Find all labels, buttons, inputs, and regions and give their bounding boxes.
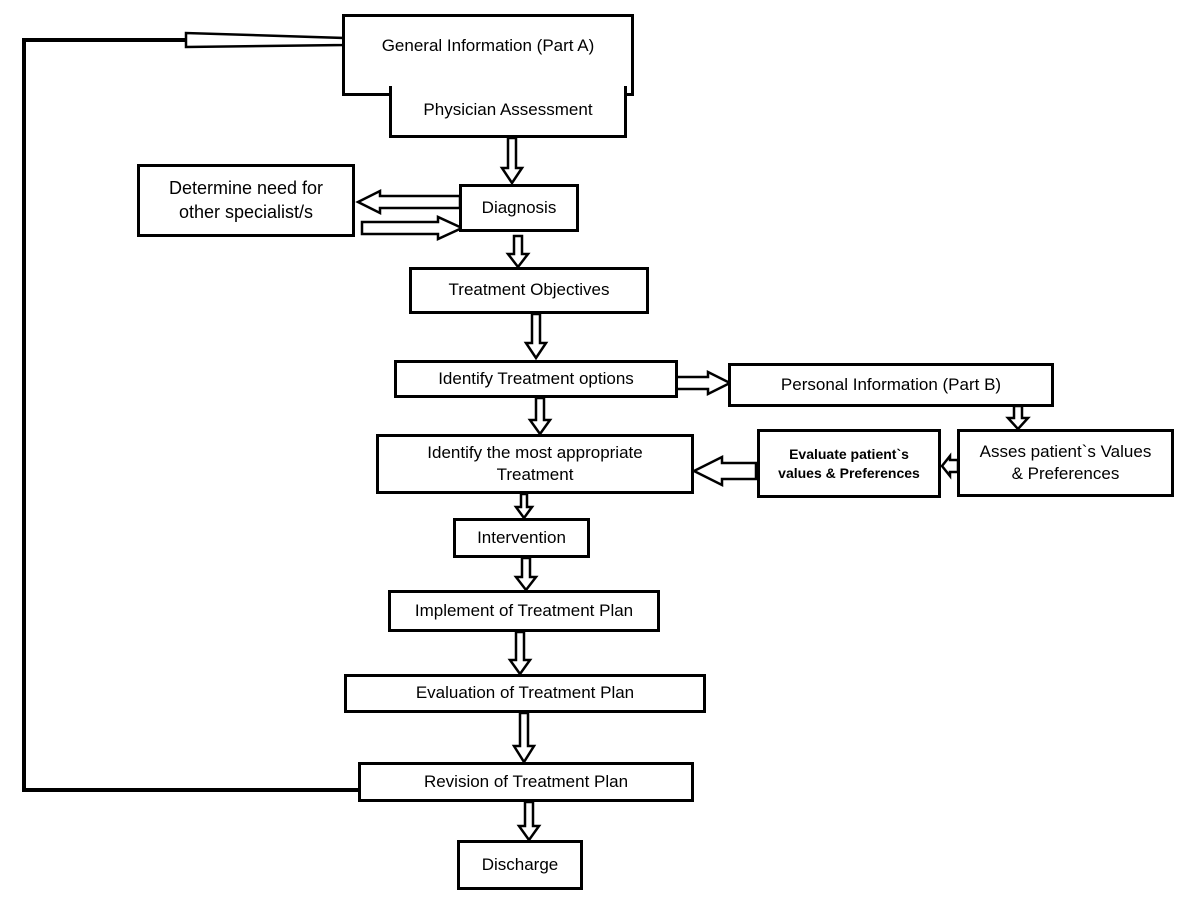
arrow-determine-need-to-diagnosis (360, 215, 466, 241)
node-revision-plan-label: Revision of Treatment Plan (423, 771, 629, 791)
node-identify-options: Identify Treatment options (394, 360, 678, 398)
arrow-evaluate-to-most-appropriate (691, 454, 758, 488)
arrow-options-to-personal-info (674, 369, 733, 397)
general-box-bottom-right-edge (624, 93, 634, 96)
node-implement-plan: Implement of Treatment Plan (388, 590, 660, 632)
arrow-options-to-most-appropriate (527, 396, 553, 437)
node-treatment-objectives: Treatment Objectives (409, 267, 649, 314)
node-intervention: Intervention (453, 518, 590, 558)
node-discharge-label: Discharge (481, 854, 559, 874)
node-assess-values: Asses patient`s Values & Preferences (957, 429, 1174, 497)
arrow-diagnosis-to-objectives (505, 234, 531, 270)
node-evaluation-plan-label: Evaluation of Treatment Plan (415, 683, 635, 703)
node-personal-information: Personal Information (Part B) (728, 363, 1054, 407)
arrow-most-appropriate-to-intervention (513, 492, 535, 521)
feedback-loop-arrow (184, 31, 346, 49)
node-personal-information-label: Personal Information (Part B) (780, 374, 1002, 394)
arrow-evaluation-to-revision (511, 711, 537, 765)
node-diagnosis: Diagnosis (459, 184, 579, 232)
node-treatment-objectives-label: Treatment Objectives (448, 280, 610, 300)
arrow-revision-to-discharge (516, 800, 542, 843)
general-box-bottom-left-edge (342, 93, 392, 96)
node-diagnosis-label: Diagnosis (481, 197, 557, 217)
arrow-implement-to-evaluation (507, 630, 533, 677)
node-general-information: General Information (Part A) (342, 14, 634, 96)
node-identify-most-appropriate: Identify the most appropriate Treatment (376, 434, 694, 494)
node-physician-assessment: Physician Assessment (389, 86, 627, 138)
node-intervention-label: Intervention (477, 527, 566, 547)
node-evaluation-plan: Evaluation of Treatment Plan (344, 674, 706, 713)
arrow-intervention-to-implement (513, 556, 539, 593)
node-identify-most-appropriate-label: Identify the most appropriate Treatment (427, 442, 643, 484)
node-evaluate-values-label: Evaluate patient`s values & Preferences (778, 446, 920, 481)
node-general-information-label: General Information (Part A) (381, 36, 595, 55)
node-assess-values-label: Asses patient`s Values & Preferences (979, 441, 1152, 483)
node-evaluate-values: Evaluate patient`s values & Preferences (757, 429, 941, 498)
node-implement-plan-label: Implement of Treatment Plan (414, 600, 634, 620)
arrow-assessment-to-diagnosis (499, 136, 525, 186)
node-determine-need-label: Determine need for other specialist/s (168, 178, 324, 222)
arrow-personal-to-assess (1005, 404, 1031, 431)
node-discharge: Discharge (457, 840, 583, 890)
node-determine-need: Determine need for other specialist/s (137, 164, 355, 237)
node-identify-options-label: Identify Treatment options (438, 368, 634, 388)
feedback-loop-line (22, 38, 358, 792)
node-physician-assessment-label: Physician Assessment (423, 100, 593, 120)
arrow-objectives-to-options (523, 312, 549, 361)
arrow-diagnosis-to-determine-need (355, 188, 462, 216)
node-revision-plan: Revision of Treatment Plan (358, 762, 694, 802)
arrow-assess-to-evaluate (940, 452, 960, 480)
